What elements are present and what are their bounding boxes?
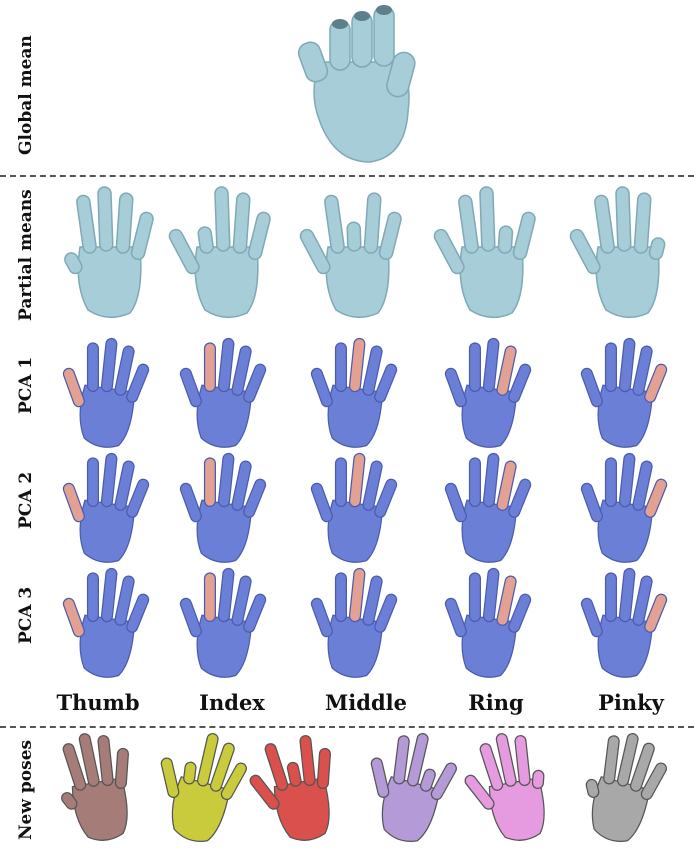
pca3-hand-thumb bbox=[56, 565, 156, 685]
pca1-hand-thumb bbox=[56, 335, 156, 455]
row-label-global-mean: Global mean bbox=[16, 35, 36, 155]
new-pose-hand-6 bbox=[570, 730, 670, 848]
pca3-hand-middle bbox=[304, 565, 404, 685]
new-pose-hand-1 bbox=[48, 730, 148, 848]
column-label-ring: Ring bbox=[468, 690, 524, 715]
row-label-pca2: PCA 2 bbox=[16, 471, 36, 529]
row-label-partial-means: Partial means bbox=[16, 189, 36, 321]
new-pose-hand-4 bbox=[360, 730, 460, 848]
partial-mean-hand-pinky bbox=[566, 185, 686, 325]
global-mean-hand bbox=[290, 2, 420, 167]
pca1-hand-index bbox=[173, 335, 273, 455]
divider-bottom bbox=[0, 726, 694, 728]
column-label-thumb: Thumb bbox=[56, 690, 140, 715]
pca3-hand-ring bbox=[438, 565, 538, 685]
column-label-middle: Middle bbox=[325, 690, 407, 715]
pca1-hand-middle bbox=[304, 335, 404, 455]
partial-mean-hand-thumb bbox=[48, 185, 168, 325]
column-label-index: Index bbox=[199, 690, 265, 715]
pca2-hand-index bbox=[173, 450, 273, 570]
new-pose-hand-2 bbox=[150, 730, 250, 848]
new-pose-hand-3 bbox=[249, 730, 350, 848]
pca1-hand-ring bbox=[438, 335, 538, 455]
partial-mean-hand-ring bbox=[430, 185, 550, 325]
pca2-hand-pinky bbox=[574, 450, 674, 570]
column-label-pinky: Pinky bbox=[598, 690, 664, 715]
row-label-pca3: PCA 3 bbox=[16, 586, 36, 644]
pca3-hand-pinky bbox=[574, 565, 674, 685]
partial-mean-hand-index bbox=[165, 185, 285, 325]
row-label-new-poses: New poses bbox=[16, 739, 36, 841]
divider-top bbox=[0, 175, 694, 177]
new-pose-hand-5 bbox=[464, 730, 565, 848]
pca2-hand-middle bbox=[304, 450, 404, 570]
pca2-hand-ring bbox=[438, 450, 538, 570]
pca2-hand-thumb bbox=[56, 450, 156, 570]
row-label-pca1: PCA 1 bbox=[16, 356, 36, 414]
pca3-hand-index bbox=[173, 565, 273, 685]
partial-mean-hand-middle bbox=[296, 185, 416, 325]
pca1-hand-pinky bbox=[574, 335, 674, 455]
